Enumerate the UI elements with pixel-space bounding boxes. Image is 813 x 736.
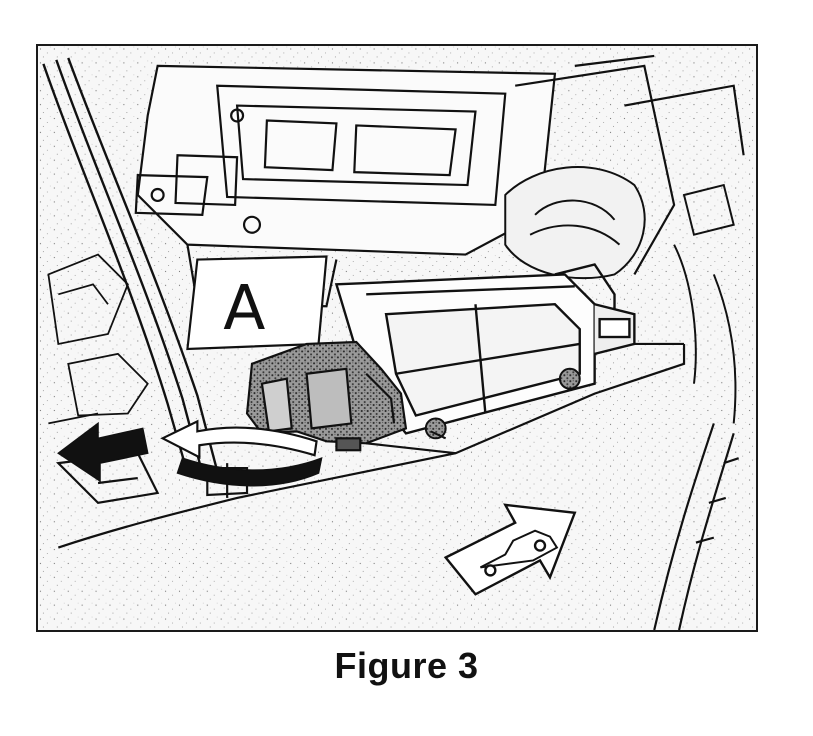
figure-caption: Figure 3 bbox=[334, 645, 479, 686]
electrical-connector bbox=[245, 340, 408, 452]
rotate-arrow-icon bbox=[160, 419, 323, 487]
technical-illustration: A bbox=[36, 44, 758, 632]
callout-label-a: A bbox=[223, 272, 265, 344]
right-side-mechanism bbox=[504, 166, 737, 424]
right-trim bbox=[653, 423, 740, 630]
illustration-drawing: A bbox=[38, 46, 756, 630]
wire-harness bbox=[42, 57, 219, 474]
callout-panel: A bbox=[186, 255, 328, 351]
vehicle-forward-arrow-icon bbox=[443, 503, 577, 596]
mounting-bolts bbox=[424, 367, 581, 440]
dashboard-bracket bbox=[134, 54, 745, 308]
release-arrow-icon bbox=[57, 421, 149, 483]
left-clutter bbox=[47, 253, 149, 425]
